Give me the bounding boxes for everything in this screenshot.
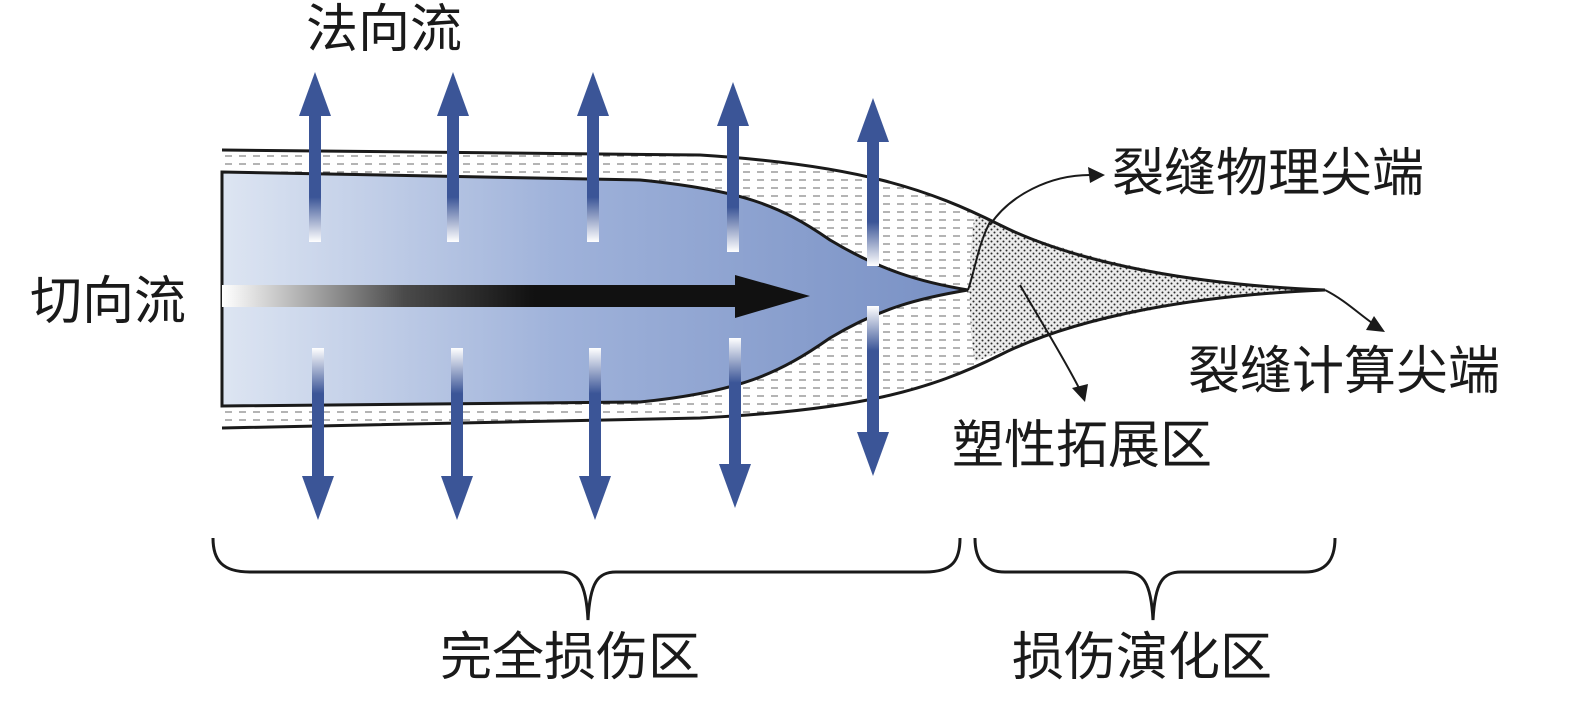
normal-flow-up-arrow <box>857 98 889 266</box>
normal-flow-up-arrow <box>437 72 469 242</box>
arrow-head <box>719 464 751 508</box>
damage-evolution-zone-label: 损伤演化区 <box>1012 628 1273 688</box>
arrow-head <box>437 72 469 116</box>
damage-evolution-brace <box>973 537 1337 621</box>
normal-flow-down-arrows <box>302 306 889 520</box>
process-zone <box>969 215 1325 362</box>
computed-tip-leader-arrowhead <box>1366 316 1385 332</box>
crack-lower-boundary <box>221 288 1326 430</box>
physical-tip-label: 裂缝物理尖端 <box>1112 144 1425 204</box>
physical-tip-leader <box>989 174 1091 226</box>
arrow-head <box>299 72 331 116</box>
arrow-shaft <box>447 114 459 242</box>
arrow-shaft <box>312 348 324 478</box>
normal-flow-label: 法向流 <box>306 0 463 60</box>
normal-flow-up-arrow <box>717 82 749 252</box>
full-damage-brace <box>211 537 962 621</box>
full-damage-zone-label: 完全损伤区 <box>440 628 701 688</box>
physical-tip-leader-arrowhead <box>1088 167 1105 183</box>
computed-tip-leader <box>1324 289 1376 326</box>
arrow-head <box>857 432 889 476</box>
normal-flow-up-arrow <box>577 72 609 242</box>
arrow-shaft <box>729 338 741 466</box>
arrow-head <box>441 476 473 520</box>
arrow-head <box>302 476 334 520</box>
tangential-flow-arrow <box>222 275 810 318</box>
arrow-shaft <box>867 140 879 266</box>
normal-flow-down-arrow <box>441 348 473 520</box>
arrow-shaft <box>867 306 879 434</box>
normal-flow-down-arrow <box>719 338 751 508</box>
tangential-flow-label: 切向流 <box>30 272 187 332</box>
physical-tip-boundary <box>967 221 991 291</box>
arrow-head <box>857 98 889 142</box>
normal-flow-down-arrow <box>302 348 334 520</box>
leader-lines <box>989 167 1385 402</box>
arrow-shaft <box>309 114 321 242</box>
arrow-shaft <box>589 348 601 478</box>
plastic-zone-leader-arrowhead <box>1072 384 1088 402</box>
normal-flow-up-arrows <box>299 72 889 266</box>
arrow-head <box>717 82 749 126</box>
arrow-shaft <box>451 348 463 478</box>
arrow-shaft <box>727 124 739 252</box>
arrow-shaft <box>587 114 599 242</box>
plastic-zone-leader <box>1019 284 1081 391</box>
normal-flow-down-arrow <box>579 348 611 520</box>
plastic-zone-label: 塑性拓展区 <box>952 416 1213 476</box>
normal-flow-down-arrow <box>857 306 889 476</box>
arrow-head <box>579 476 611 520</box>
crack-upper-boundary <box>221 148 1326 292</box>
arrow-head <box>577 72 609 116</box>
computed-tip-label: 裂缝计算尖端 <box>1188 342 1501 402</box>
normal-flow-up-arrow <box>299 72 331 242</box>
